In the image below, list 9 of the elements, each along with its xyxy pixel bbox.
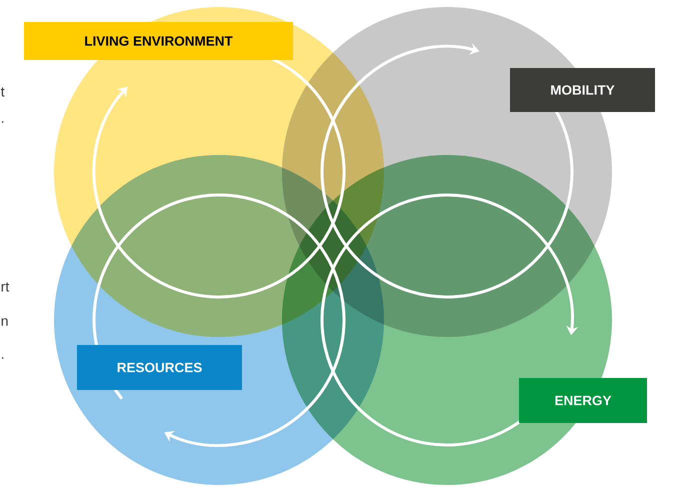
text-fragment: t — [0, 87, 4, 97]
label-box: LIVING ENVIRONMENT — [24, 22, 293, 60]
text-fragment: n — [2, 318, 8, 326]
label-box: RESOURCES — [77, 344, 242, 390]
text-fragment: . — [2, 121, 4, 123]
label-box: MOBILITY — [510, 68, 655, 112]
text-fragment: . — [2, 357, 4, 359]
label-box: ENERGY — [519, 378, 647, 423]
text-fragment: rt — [2, 282, 10, 292]
